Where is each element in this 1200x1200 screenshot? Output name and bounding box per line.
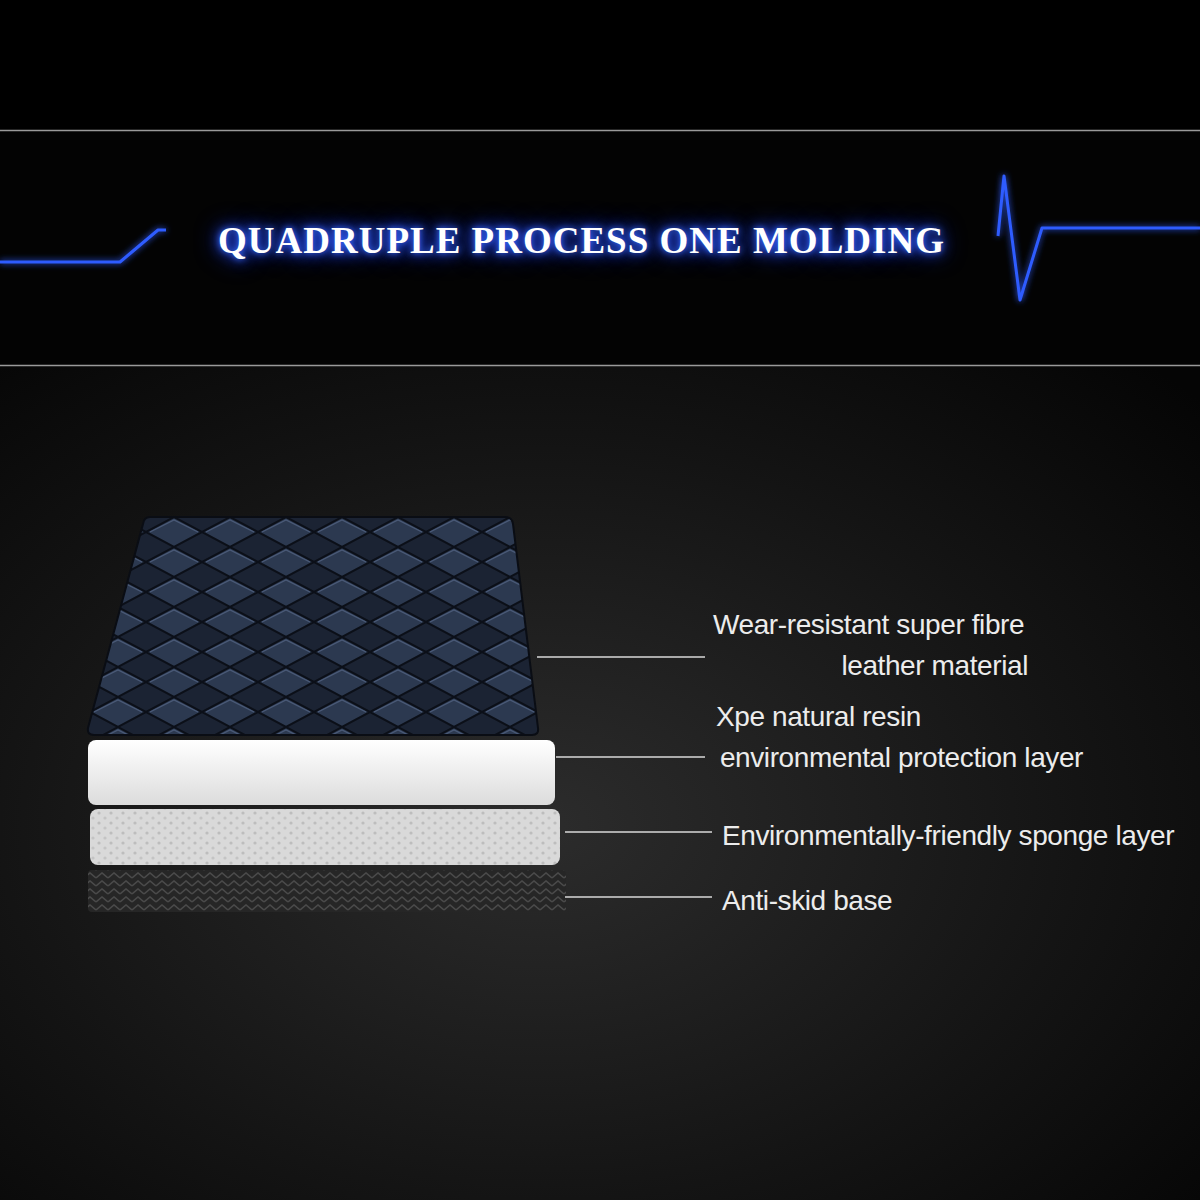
layer-label: Anti-skid base (722, 880, 892, 921)
title-text: QUADRUPLE PROCESS ONE MOLDING (218, 219, 945, 262)
layer-label: Xpe natural resin environmental protecti… (716, 696, 1083, 778)
layer-label: Environmentally-friendly sponge layer (722, 815, 1174, 856)
layer-label: Wear-resistant super fibre leather mater… (713, 604, 1028, 686)
leader-lines (537, 657, 712, 897)
